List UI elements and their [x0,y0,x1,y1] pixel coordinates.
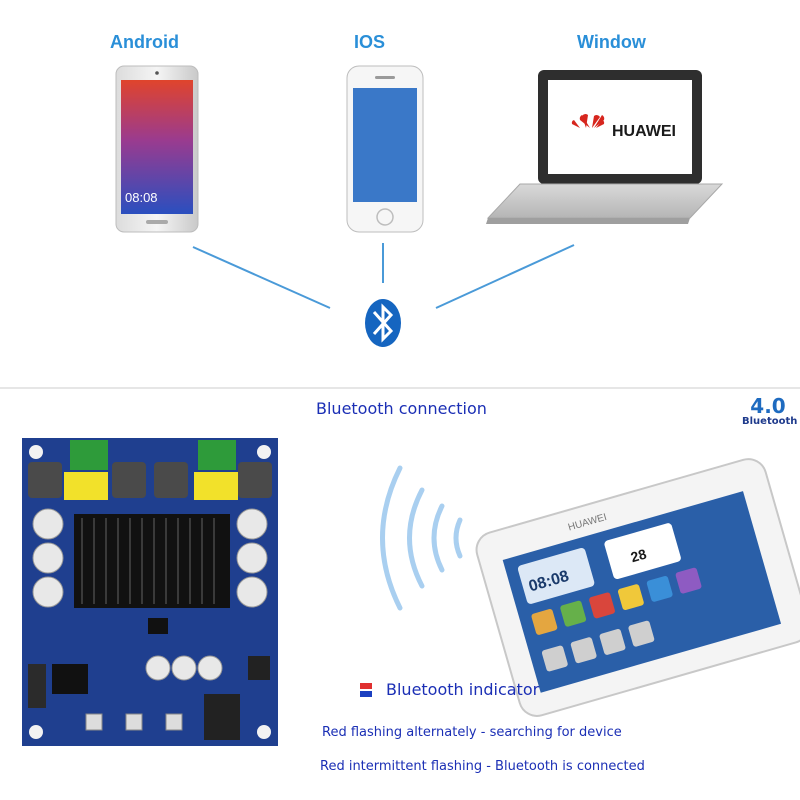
android-screen-time: 08:08 [125,190,158,205]
bluetooth-version-badge: 4.0 Bluetooth [742,394,798,427]
iphone-image [346,65,424,233]
huawei-logo-icon [571,114,605,128]
amplifier-board-image [22,438,278,746]
bluetooth-icon [365,299,401,347]
laptop-brand: HUAWEI [612,123,676,140]
status-connected: Red intermittent flashing - Bluetooth is… [320,759,645,774]
indicator-icon [360,683,372,697]
terminal-right [198,440,236,470]
window-link-line [435,244,575,309]
android-link-line [192,246,331,309]
window-label: Window [577,32,646,52]
devices-illustration: 08:08 HUAWEI [115,65,724,347]
terminal-left [70,440,108,470]
android-phone-image: 08:08 [115,65,199,233]
section-divider [0,387,800,389]
ios-label: IOS [354,32,386,52]
phone-date: 28 [629,546,649,566]
bluetooth-version: 4.0 [750,394,786,418]
indicator-label: Bluetooth indicator [386,680,540,699]
laptop-image: HUAWEI [486,70,724,224]
signal-waves-icon [380,465,463,611]
section-title: Bluetooth connection [316,399,487,418]
status-searching: Red flashing alternately - searching for… [322,725,622,740]
bluetooth-badge-text: Bluetooth [742,416,798,427]
android-label: Android [110,32,179,52]
smartphone-image: 08:08 28 HUAWEI [475,458,800,717]
